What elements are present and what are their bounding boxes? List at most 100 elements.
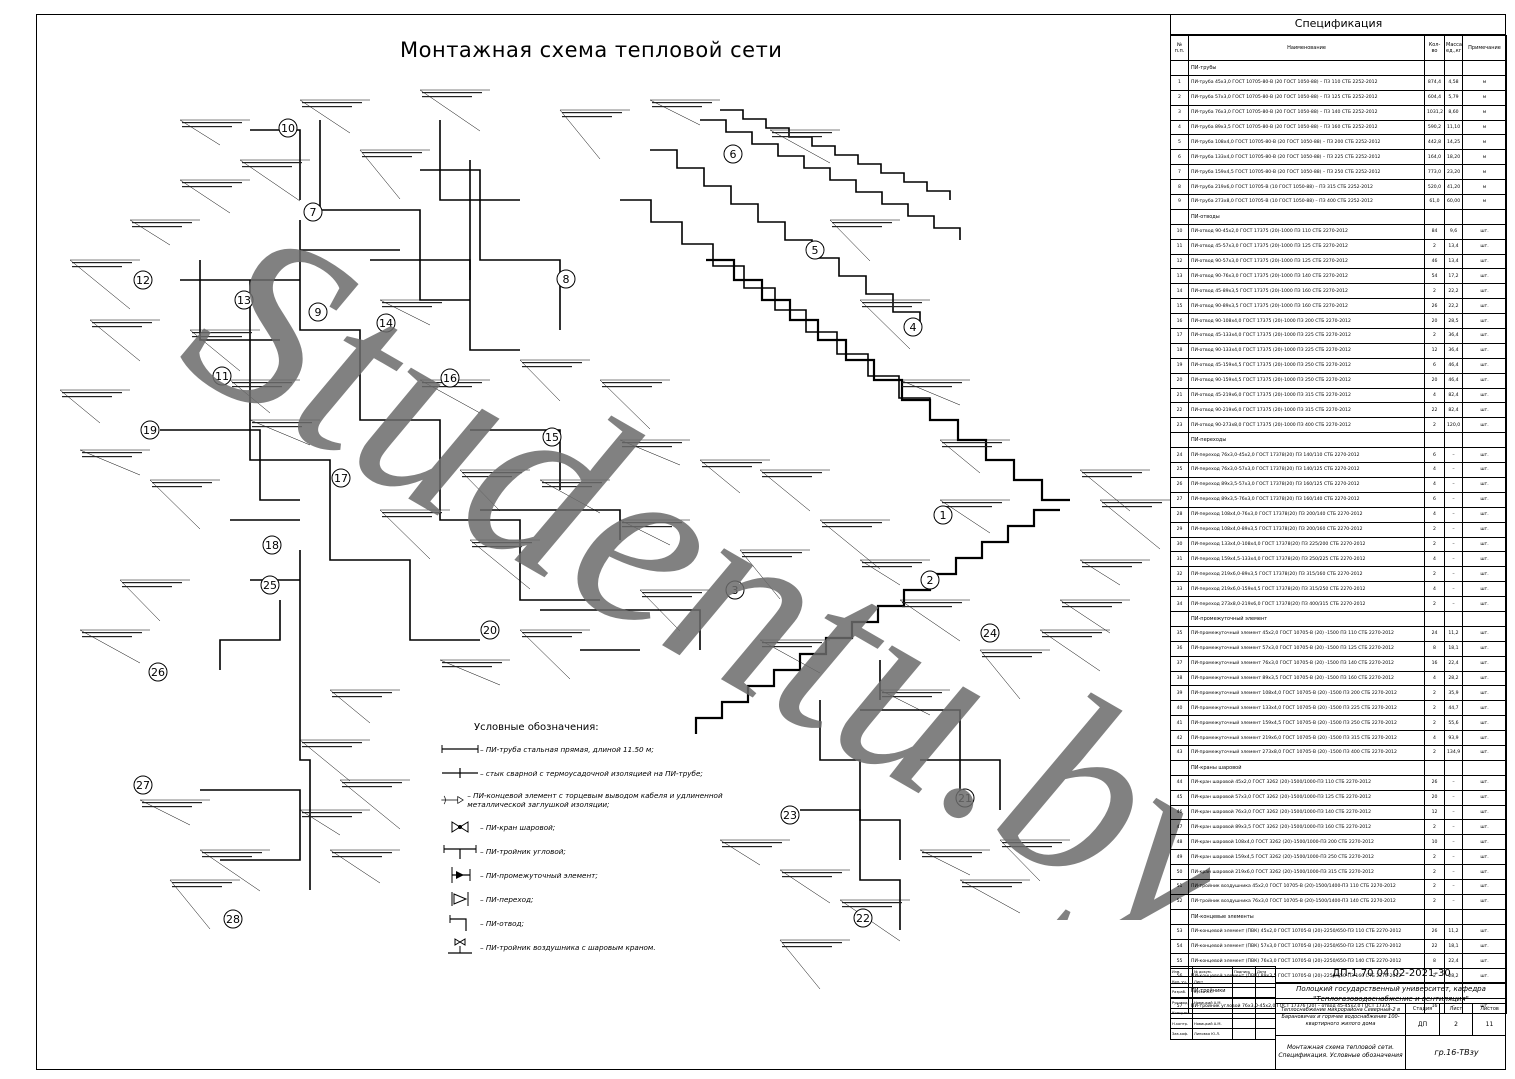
leader-line <box>1099 499 1161 550</box>
signature-cell-sign <box>1232 1028 1256 1040</box>
legend-text: – ПИ-переход; <box>480 894 534 904</box>
spec-cell-m: 11,2 <box>1444 625 1463 642</box>
leader-line <box>379 299 431 326</box>
spec-cell-n: 36 <box>1170 640 1189 657</box>
leader-line <box>329 849 381 884</box>
callout-text-line <box>302 106 352 108</box>
legend-item: – ПИ-отвод; <box>440 911 740 935</box>
spec-cell-u: шт. <box>1462 372 1507 389</box>
callout-text-line <box>722 846 772 848</box>
spec-cell-q: 8 <box>1424 640 1445 657</box>
spec-cell-name: ПИ-промежуточный элемент 57х3,0 ГОСТ 107… <box>1188 640 1425 657</box>
callout-text-line <box>342 786 392 788</box>
spec-cell-n: 34 <box>1170 596 1189 612</box>
node-label: 20 <box>483 624 497 637</box>
spec-cell-name: ПИ-труба 89х3,5 ГОСТ 10705-80-В (20 ГОСТ… <box>1188 119 1425 136</box>
spec-cell-q: 164,0 <box>1424 149 1445 166</box>
spec-cell-m <box>1444 759 1463 776</box>
pipe-segment <box>319 120 470 301</box>
legend-item: – ПИ-труба стальная прямая, длиной 11.50… <box>440 737 740 761</box>
callout-text-line <box>172 882 232 884</box>
callout-text-line <box>622 522 682 524</box>
spec-cell-m: 41,20 <box>1444 179 1463 196</box>
leader-line <box>169 879 211 930</box>
spec-cell-name: ПИ-отвод 45-57х3,0 ГОСТ 17375 (20)-1000 … <box>1188 238 1425 255</box>
callout-text-line <box>522 366 572 368</box>
reducer-icon <box>451 892 469 906</box>
node-label: 24 <box>983 627 997 640</box>
spec-cell-n: 1 <box>1170 74 1189 91</box>
page-title: Монтажная схема тепловой сети <box>400 38 783 62</box>
spec-cell-u: м <box>1462 74 1507 91</box>
spec-cell-n: 3 <box>1170 104 1189 121</box>
callout-text-line <box>202 852 262 854</box>
signature-cell-name: № докум. <box>1192 965 1233 978</box>
spec-cell-u: шт. <box>1462 298 1507 315</box>
signature-cell-date <box>1255 986 1276 999</box>
spec-cell-m: 44,7 <box>1444 700 1463 717</box>
spec-cell-name: ПИ-труба 57х3,0 ГОСТ 10705-80-В (20 ГОСТ… <box>1188 89 1425 106</box>
pipe-segment <box>249 280 480 641</box>
spec-cell-name: ПИ-труба 273х8,0 ГОСТ 10705-В (10 ГОСТ 1… <box>1188 194 1425 210</box>
callout-text-line <box>252 422 312 424</box>
spec-cell-name: ПИ-отвод 45-133х4,0 ГОСТ 17375 (20)-1000… <box>1188 328 1425 344</box>
spec-cell-n: 41 <box>1170 715 1189 732</box>
spec-group-row: ПИ-переходы <box>1170 432 1507 449</box>
leader-line <box>859 559 901 586</box>
spec-cell-m: 11,10 <box>1444 119 1463 136</box>
spec-cell-q <box>1424 908 1445 925</box>
callout-text-line <box>522 636 572 638</box>
spec-cell-n: 30 <box>1170 536 1189 553</box>
callout-text-line <box>942 442 1002 444</box>
spec-cell-name: ПИ-отвод 90-159х4,5 ГОСТ 17375 (20)-1000… <box>1188 372 1425 389</box>
leader-line <box>179 119 221 146</box>
spec-cell-m: – <box>1444 849 1463 866</box>
spec-cell-n: 31 <box>1170 551 1189 568</box>
university: Полоцкий государственный университет, ка… <box>1275 982 1506 1004</box>
spec-cell-n: 22 <box>1170 402 1189 419</box>
node-circle <box>556 269 576 289</box>
pipe-segment <box>819 700 901 860</box>
callout-text-line <box>232 386 282 388</box>
spec-cell-name: ПИ-кран шаровой 45х2,0 ГОСТ 3262 (20)-15… <box>1188 774 1425 791</box>
callout-text-line <box>822 522 882 524</box>
spec-cell-q: 2 <box>1424 864 1445 880</box>
node-label: 26 <box>151 666 165 679</box>
spec-cell-q: 4 <box>1424 506 1445 523</box>
signature-row: Кол. уч.Лист <box>1170 976 1276 988</box>
spec-cell-q: 1031,2 <box>1424 104 1445 121</box>
callout-text-line <box>422 92 482 94</box>
callout-text-line <box>642 596 692 598</box>
legend-text: – ПИ-кран шаровой; <box>480 822 556 832</box>
callout-text-line <box>72 266 122 268</box>
node-number: 18 <box>262 535 282 555</box>
spec-cell-u <box>1462 610 1507 627</box>
spec-cell-n: 28 <box>1170 506 1189 523</box>
spec-cell-m: 14,25 <box>1444 134 1463 151</box>
node-number: 13 <box>234 290 254 310</box>
spec-cell-m: 22,4 <box>1444 655 1463 672</box>
spec-cell-m: – <box>1444 789 1463 806</box>
spec-cell-q: 2 <box>1424 878 1445 895</box>
spec-table: № п.п. Наименование Кол-во Масса ед.,кг … <box>1170 35 1507 1014</box>
node-number: 27 <box>133 775 153 795</box>
stage-value: ДП <box>1405 1014 1439 1036</box>
spec-cell-u: шт. <box>1462 893 1507 910</box>
spec-cell-name: ПИ-промежуточный элемент 219х6,0 ГОСТ 10… <box>1188 730 1425 746</box>
node-circle <box>805 240 825 260</box>
spec-cell-m: – <box>1444 506 1463 523</box>
signature-cell-role: Кол. уч. <box>1170 976 1193 988</box>
spec-cell-name: ПИ-отвод 90-219х6,0 ГОСТ 17375 (20)-1000… <box>1188 402 1425 419</box>
callout-text-line <box>1102 502 1162 504</box>
spec-cell-q: 442,8 <box>1424 134 1445 151</box>
spec-header: Наименование <box>1188 35 1425 61</box>
